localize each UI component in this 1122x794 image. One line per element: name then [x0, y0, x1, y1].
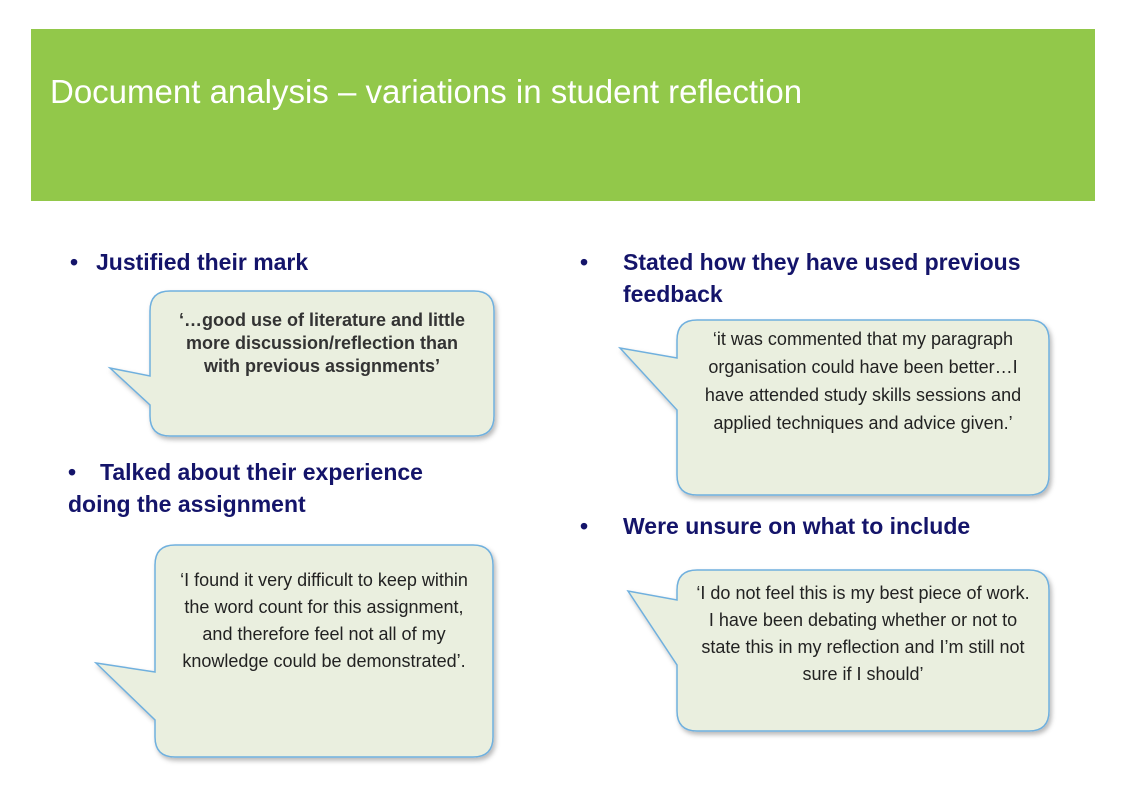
quote-1-text: ‘…good use of literature and little more…: [178, 310, 466, 376]
quote-2-text: ‘I found it very difficult to keep withi…: [180, 570, 468, 671]
bullet-text: Stated how they have used previous feedb…: [623, 249, 1021, 307]
bullet-text: Were unsure on what to include: [623, 513, 971, 539]
bullet-dot-icon: •: [580, 513, 589, 539]
speech-bubble-2: [93, 544, 494, 758]
title-banner: Document analysis – variations in studen…: [31, 29, 1095, 201]
bullet-dot-icon: •: [68, 459, 77, 485]
bullet-dot-icon: •: [580, 249, 589, 275]
bullet-text: Justified their mark: [96, 249, 309, 275]
bullet-previous-feedback: • Stated how they have used previous feed…: [580, 246, 1043, 310]
bullet-experience: •Talked about their experience doing the…: [68, 456, 488, 520]
bullet-dot-icon: •: [70, 249, 79, 275]
speech-bubble-1: [107, 290, 495, 437]
slide-title: Document analysis – variations in studen…: [50, 73, 803, 110]
bullet-unsure: • Were unsure on what to include: [580, 510, 1050, 542]
bullet-text: Talked about their experience doing the …: [68, 459, 423, 517]
quote-3-text: ‘it was commented that my paragraph orga…: [704, 329, 1022, 433]
speech-bubble-3: [617, 319, 1050, 496]
speech-bubble-4: [626, 569, 1050, 732]
quote-4-text: ‘I do not feel this is my best piece of …: [696, 583, 1030, 684]
bullet-justified-mark: • Justified their mark: [70, 246, 490, 278]
